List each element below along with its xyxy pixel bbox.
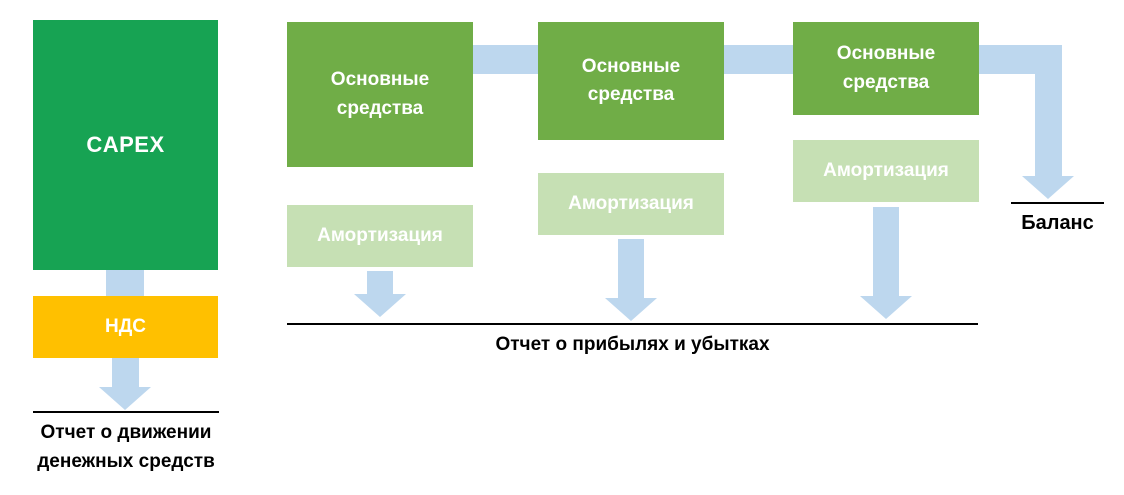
pnl-line [287,323,978,325]
cash-flow-statement-caption: Отчет о движении денежных средств [5,418,247,477]
fixed-assets-box-2: Основные средства [538,22,724,140]
fixed-assets-label-3: Основные средства [836,43,936,93]
amortization-3-down-arrow-head [860,296,912,319]
fixed-assets-label-1: Основные средства [330,69,430,119]
amortization-box-1: Амортизация [287,205,473,267]
vat-label: НДС [105,316,146,337]
balance-down-arrow-stem [1035,45,1062,176]
balance-line [1011,202,1104,204]
fixed-assets-label-2: Основные средства [581,55,681,106]
cash-flow-statement-caption-line2: денежных средств [37,451,215,473]
cash-flow-statement-line [33,411,219,413]
amortization-box-2: Амортизация [538,173,724,235]
amortization-label-1: Амортизация [317,225,443,246]
amortization-box-3: Амортизация [793,140,979,202]
amortization-1-down-arrow-stem [367,271,393,294]
capex-label: CAPEX [86,132,165,157]
amortization-2-down-arrow-head [605,298,657,321]
amortization-1-down-arrow-head [354,294,406,317]
vat-down-arrow-head [99,387,151,410]
amortization-2-down-arrow-stem [618,239,644,298]
amortization-label-3: Амортизация [823,160,949,181]
vat-down-arrow-stem [112,356,139,387]
fixed-assets-connector-2 [721,45,795,74]
fixed-assets-box-1: Основные средства [287,22,473,167]
capex-box: CAPEX [33,20,218,270]
capex-to-vat-connector [106,266,144,298]
amortization-3-down-arrow-stem [873,207,899,296]
fixed-assets-connector-1 [470,45,540,74]
amortization-label-2: Амортизация [568,193,694,214]
cash-flow-statement-caption-line1: Отчет о движении [40,422,212,443]
pnl-caption: Отчет о прибылях и убытках [495,334,770,355]
balance-down-arrow-head [1022,176,1074,199]
balance-caption: Баланс [1021,212,1094,234]
vat-box: НДС [33,296,218,358]
fixed-assets-box-3: Основные средства [793,22,979,115]
